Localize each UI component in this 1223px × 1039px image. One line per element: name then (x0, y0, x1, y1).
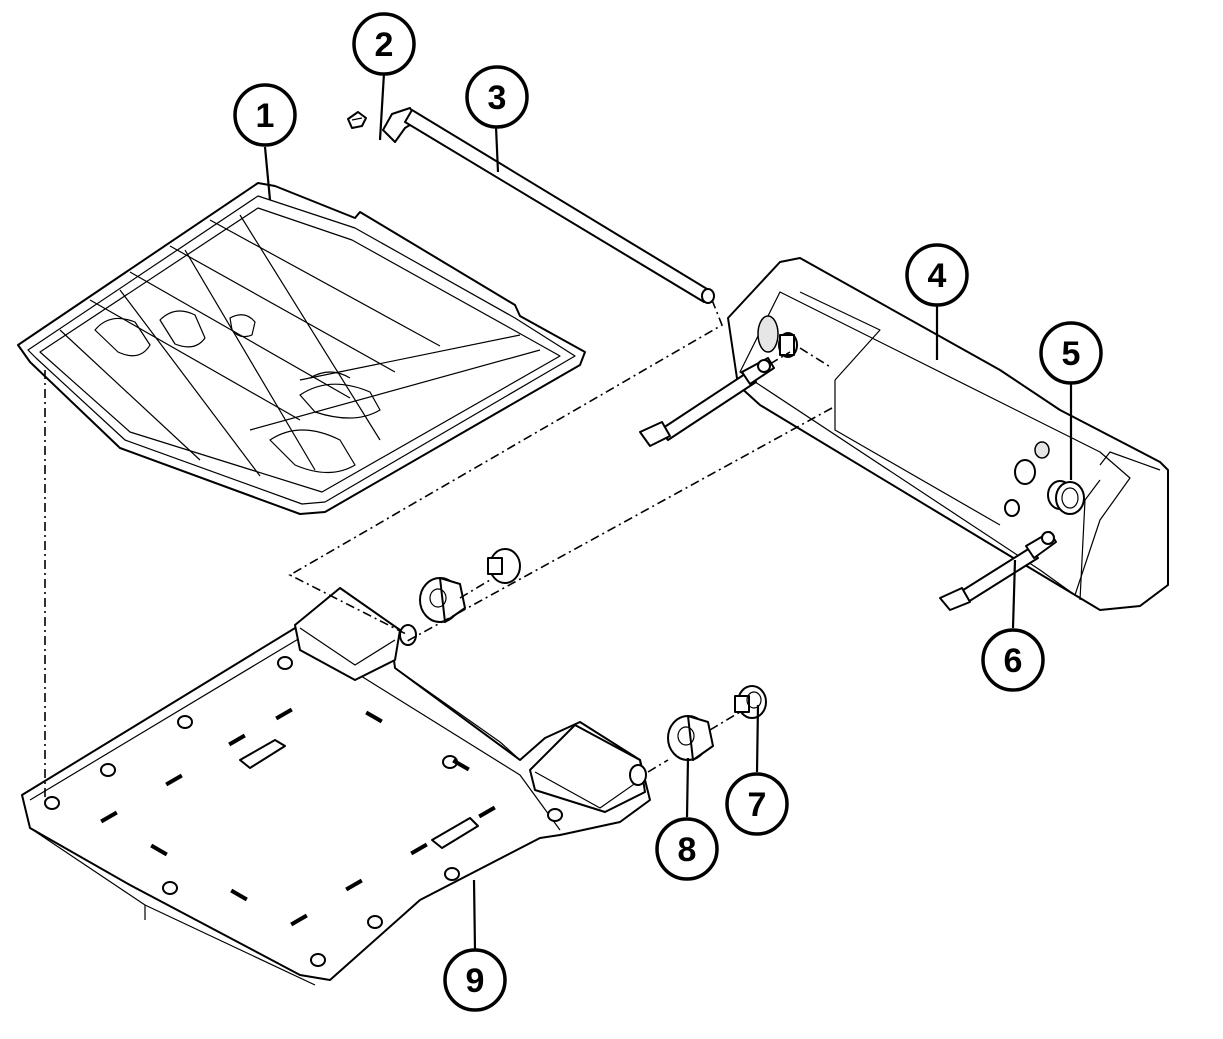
leader-lines (263, 72, 1073, 951)
callout-label: 1 (256, 97, 275, 135)
callout-label: 3 (488, 79, 507, 117)
part-3-shaft (382, 107, 715, 304)
gas-spring-upper (639, 357, 775, 447)
callout-5: 5 (1039, 321, 1103, 385)
callout-1: 1 (233, 83, 297, 147)
part-7-bushing (734, 685, 767, 719)
callout-label: 7 (748, 786, 767, 824)
part-4-hinge-cover (727, 257, 1169, 611)
part-6-gas-spring (939, 531, 1057, 611)
part-8-bushing (667, 715, 714, 761)
bushing-upper-pair (419, 548, 521, 623)
callout-7: 7 (725, 772, 789, 836)
callout-3: 3 (465, 65, 529, 129)
callout-9: 9 (443, 948, 507, 1012)
part-9-base-tray (21, 587, 651, 986)
assembly-lines (44, 299, 833, 800)
callout-6: 6 (981, 628, 1045, 692)
callout-label: 4 (928, 257, 947, 295)
callout-label: 9 (466, 962, 485, 1000)
callout-label: 6 (1004, 642, 1023, 680)
callout-4: 4 (905, 243, 969, 307)
part-5-cap (1055, 481, 1085, 515)
callout-2: 2 (352, 12, 416, 76)
callout-8: 8 (655, 817, 719, 881)
callout-label: 2 (375, 26, 394, 64)
callout-label: 5 (1062, 335, 1081, 373)
part-2-screw (347, 111, 367, 129)
part-1-output-tray (17, 182, 586, 515)
callout-label: 8 (678, 831, 697, 869)
